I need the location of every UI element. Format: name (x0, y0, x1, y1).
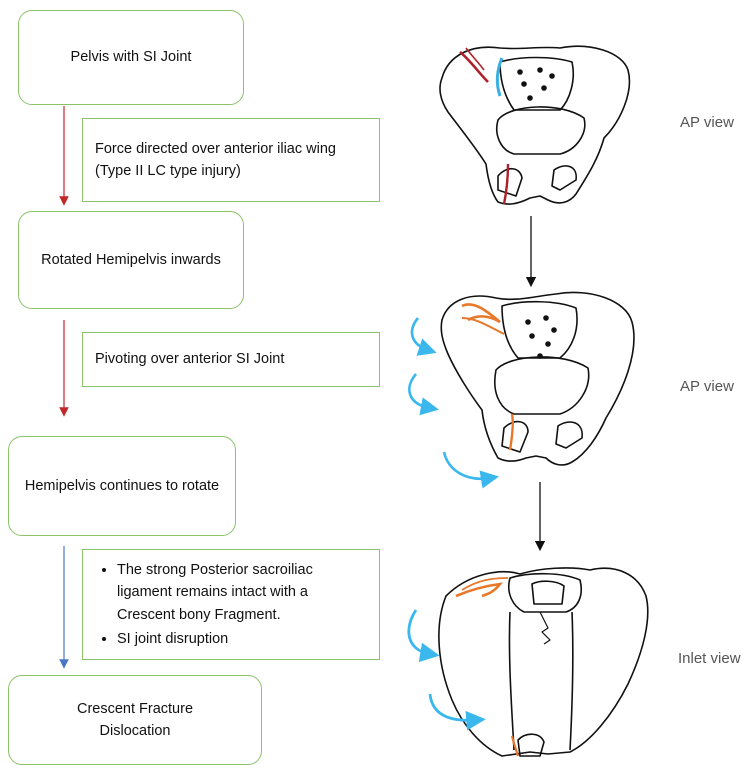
fracture-line-orange-3 (510, 414, 513, 450)
fracture-line-red (460, 52, 488, 82)
rotation-arrow (409, 374, 430, 408)
rotation-arrow (444, 452, 490, 479)
pelvis-inlet-view (439, 568, 648, 756)
pelvis-ap-view-1 (440, 46, 629, 204)
fracture-line-orange-3 (512, 736, 518, 756)
rotation-arrow (430, 694, 476, 720)
rotation-arrow (412, 318, 428, 350)
rotation-arrow (409, 610, 430, 654)
